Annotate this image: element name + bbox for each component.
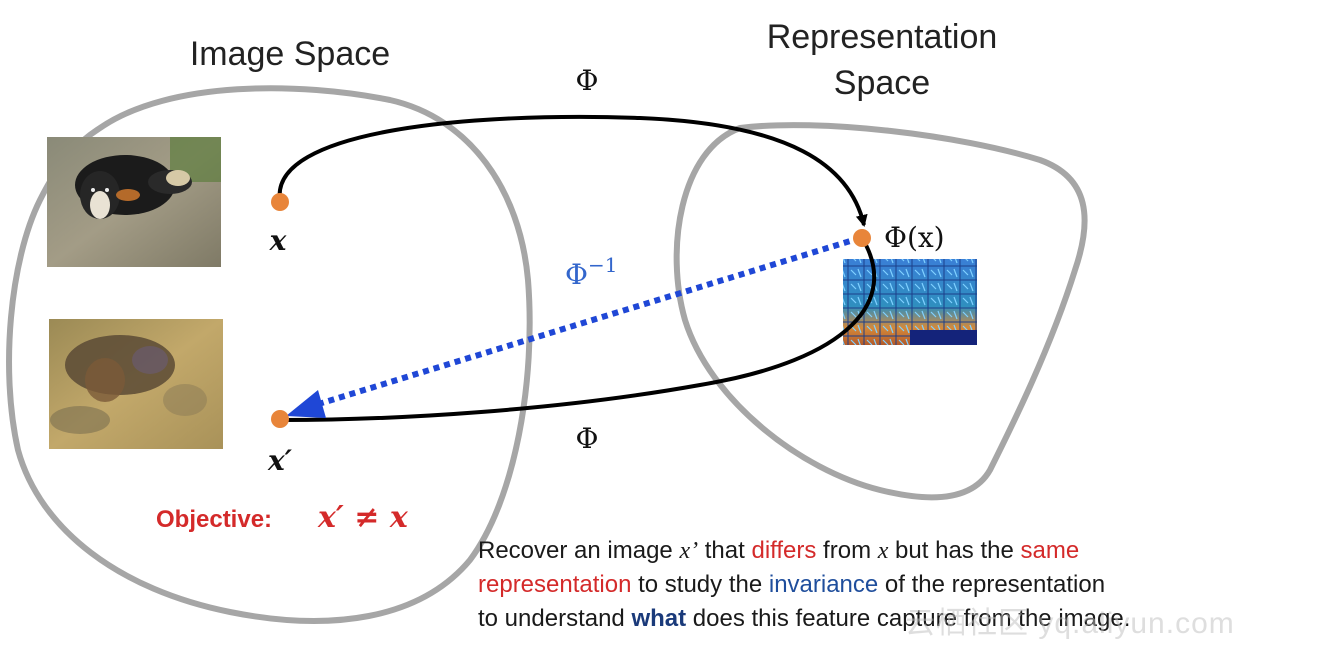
- caption-var-x: x: [877, 538, 889, 564]
- caption-invariance: invariance: [768, 571, 879, 598]
- caption-line1-a: Recover an image: [478, 537, 680, 564]
- caption-representation: representation: [478, 571, 632, 598]
- label-phi-bottom: Φ: [576, 422, 599, 455]
- label-phi-top: Φ: [576, 64, 599, 97]
- image-space-label: Image Space: [190, 35, 390, 73]
- caption-var-x-prime: x’: [679, 538, 699, 564]
- phi-inverse-arrowhead: [286, 390, 326, 418]
- phi-return-arrow: [281, 236, 877, 422]
- point-x-prime: [271, 410, 289, 428]
- caption-line3-b: does this feature capture from the image…: [686, 605, 1131, 632]
- dog-photo-original: [47, 137, 221, 267]
- caption-what: what: [631, 605, 687, 632]
- representation-space-region: [673, 122, 1088, 501]
- caption-text: Recover an image x’ that differs from x …: [478, 534, 1318, 636]
- image-space-region: [6, 85, 533, 624]
- label-phi-x: Φ(x): [884, 221, 945, 254]
- representation-space-label-line2: Space: [834, 64, 930, 102]
- objective-label: Objective:: [156, 506, 272, 533]
- label-phi-inverse-exp: −1: [588, 253, 617, 277]
- caption-line1-b: that: [698, 537, 752, 564]
- caption-line2-b: of the representation: [878, 571, 1106, 598]
- label-x-prime: x′: [267, 444, 293, 477]
- dog-photo-reconstructed: [49, 319, 223, 449]
- label-x: x: [269, 224, 287, 257]
- phi-inverse-arrow: [311, 235, 861, 409]
- caption-line2-a: to study the: [631, 571, 769, 598]
- phi-forward-arrow: [277, 114, 868, 227]
- caption-line1-c: from: [816, 537, 878, 564]
- label-phi-inverse-base: Φ: [565, 258, 588, 291]
- caption-same: same: [1020, 537, 1080, 564]
- caption-line1-d: but has the: [888, 537, 1021, 564]
- representation-space-label-line1: Representation: [767, 18, 998, 56]
- point-x: [271, 193, 289, 211]
- feature-map-image: [843, 259, 977, 345]
- caption-differs: differs: [751, 537, 817, 564]
- caption-line3-a: to understand: [478, 605, 632, 632]
- objective-formula: x′ ≠ x: [317, 500, 409, 535]
- point-phi-x: [853, 229, 871, 247]
- watermark: 云栖社区 yq.aliyun.com: [905, 607, 1235, 640]
- label-phi-inverse: Φ−1: [565, 253, 617, 291]
